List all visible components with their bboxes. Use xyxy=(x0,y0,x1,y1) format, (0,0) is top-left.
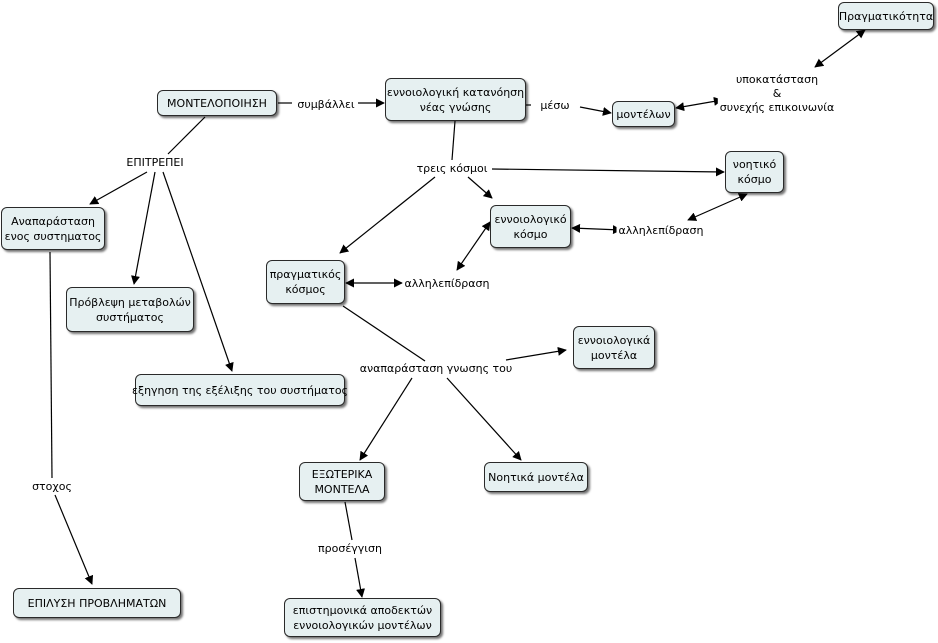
node-reality[interactable]: Πραγματικότητα xyxy=(838,2,934,30)
node-external-models[interactable]: ΕΞΩΤΕΡΙΚΑ ΜΟΝΤΕΛΑ xyxy=(299,462,385,501)
node-conceptual-understanding[interactable]: εννοιολογική κατανόηση νέας γνώσης xyxy=(385,78,526,121)
edge-enables-explanation xyxy=(162,171,234,372)
node-evolution-explanation[interactable]: εξηγηση της εξέλιξης του συστήματος xyxy=(132,374,349,406)
node-mental-world[interactable]: νοητικό κόσμο xyxy=(725,151,784,193)
edge-substitution-reality xyxy=(814,29,866,68)
node-accepted-scientific-models[interactable]: επιστημονικά αποδεκτών εννοιολογικών μον… xyxy=(284,598,441,637)
link-label-interaction-lower: αλληλεπίδραση xyxy=(402,277,492,291)
edge-enables-prediction xyxy=(131,171,156,285)
link-label-knowledge-representation: αναπαράσταση γνωσης του xyxy=(357,362,515,376)
edge-threeworlds-real xyxy=(339,176,436,254)
node-evolution-explanation-label: εξηγηση της εξέλιξης του συστήματος xyxy=(132,383,349,397)
link-label-approach: προσέγγιση xyxy=(316,542,384,556)
node-conceptual-world[interactable]: εννοιολογικό κόσμο xyxy=(490,205,571,248)
link-label-contributes: συμβάλλει xyxy=(295,98,357,112)
link-label-substitution: υποκατάσταση & συνεχής επικοινωνία xyxy=(717,73,837,115)
node-accepted-scientific-models-label: επιστημονικά αποδεκτών εννοιολογικών μον… xyxy=(292,603,433,632)
node-conceptual-models-label: εννοιολογικά μοντέλα xyxy=(577,333,651,362)
node-modeling[interactable]: ΜΟΝΤΕΛΟΠΟΙΗΣΗ xyxy=(157,90,277,116)
edge-understanding-threeworlds xyxy=(451,120,456,161)
edge-threeworlds-mental xyxy=(491,167,725,177)
edge-knowledgerep-external xyxy=(359,377,413,461)
node-mental-world-label: νοητικό κόσμο xyxy=(732,158,777,186)
node-models-label: μοντέλων xyxy=(616,107,671,121)
node-problem-solving[interactable]: ΕΠΙΛΥΣΗ ΠΡΟΒΛΗΜΑΤΩΝ xyxy=(13,588,181,618)
edge-interaction-mental xyxy=(687,193,748,221)
link-label-enables: ΕΠΙΤΡΕΠΕΙ xyxy=(124,156,186,170)
link-label-goal: στοχος xyxy=(30,480,74,494)
edge-enables-representation xyxy=(89,171,148,205)
node-change-prediction[interactable]: Πρόβλεψη μεταβολών συστήματος xyxy=(66,287,194,332)
node-real-world[interactable]: πραγματικός κόσμος xyxy=(266,260,345,304)
edge-representation-goal xyxy=(49,251,53,479)
node-modeling-label: ΜΟΝΤΕΛΟΠΟΙΗΣΗ xyxy=(167,96,267,110)
edge-conceptual-interaction xyxy=(571,223,622,235)
edge-interaction-conceptual xyxy=(456,221,491,271)
edge-knowledgerep-conceptualmodels xyxy=(505,346,567,361)
node-conceptual-world-label: εννοιολογικό κόσμο xyxy=(494,212,567,241)
link-label-through: μέσω xyxy=(538,99,572,113)
link-label-interaction-upper: αλληλεπίδραση xyxy=(616,224,706,238)
node-conceptual-understanding-label: εννοιολογική κατανόηση νέας γνώσης xyxy=(386,85,525,114)
node-conceptual-models[interactable]: εννοιολογικά μοντέλα xyxy=(573,326,655,369)
edge-goal-problemsolving xyxy=(54,494,94,585)
node-system-representation[interactable]: Αναπαράσταση ενος συστηματος xyxy=(1,207,105,250)
edge-through-models xyxy=(579,106,612,116)
edge-external-approach xyxy=(344,501,353,541)
edge-models-substitution xyxy=(675,96,723,112)
node-change-prediction-label: Πρόβλεψη μεταβολών συστήματος xyxy=(69,295,191,324)
edge-approach-accepted xyxy=(354,557,365,598)
edge-knowledgerep-mentalmodels xyxy=(446,377,522,461)
node-system-representation-label: Αναπαράσταση ενος συστηματος xyxy=(4,214,102,243)
edge-threeworlds-conceptual xyxy=(467,176,493,199)
node-real-world-label: πραγματικός κόσμος xyxy=(269,268,342,296)
node-models[interactable]: μοντέλων xyxy=(612,101,675,127)
node-mental-models-label: Νοητικά μοντέλα xyxy=(488,470,584,484)
edge-real-knowledgerep xyxy=(342,305,426,362)
link-label-three-worlds: τρεις κόσμοι xyxy=(414,162,490,176)
node-mental-models[interactable]: Νοητικά μοντέλα xyxy=(484,462,588,492)
node-reality-label: Πραγματικότητα xyxy=(838,9,934,23)
edge-modeling-enables xyxy=(167,116,206,155)
node-external-models-label: ΕΞΩΤΕΡΙΚΑ ΜΟΝΤΕΛΑ xyxy=(311,467,373,496)
node-problem-solving-label: ΕΠΙΛΥΣΗ ΠΡΟΒΛΗΜΑΤΩΝ xyxy=(27,596,167,610)
